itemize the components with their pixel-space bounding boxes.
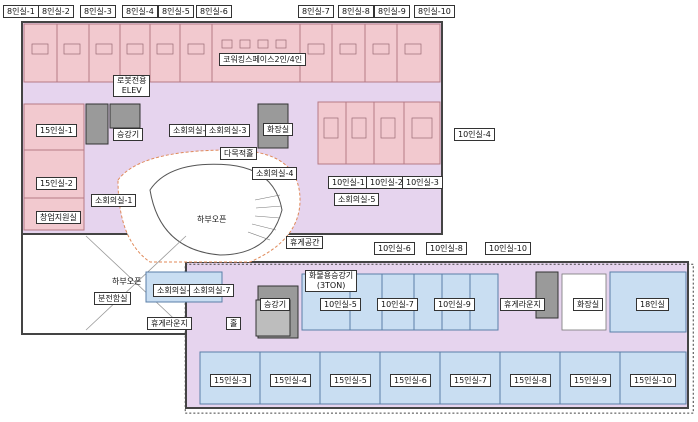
- robot-elev-label: 로봇전용 ELEV: [113, 75, 151, 97]
- room10-8-label: 10인실-8: [426, 242, 467, 255]
- coworking-label: 코워킹스페이스2인/4인: [219, 53, 307, 66]
- cargo-elev-label: 화물용승강기 (3TON): [305, 270, 358, 292]
- open-below-2-label: 하부오픈: [197, 215, 227, 224]
- upper-right-rooms: [317, 101, 441, 165]
- room18-label: 18인실: [636, 298, 669, 311]
- powder-room-label: 분전함실: [94, 292, 132, 305]
- lounge-3-label: 휴게라운지: [500, 298, 545, 311]
- elevator-2-label: 승강기: [260, 298, 291, 311]
- room10-9-label: 10인실-9: [434, 298, 475, 311]
- room-label-8-10: 8인실-10: [414, 5, 455, 18]
- elevator-1-label: 승강기: [113, 128, 144, 141]
- open-below-area: [85, 235, 187, 331]
- open-below-1-label: 하부오픈: [112, 277, 142, 286]
- room-label-8-5: 8인실-5: [158, 5, 194, 18]
- room15-8-label: 15인실-8: [510, 374, 551, 387]
- room-label-8-9: 8인실-9: [374, 5, 410, 18]
- small-meeting-5-label: 소회의실-5: [334, 193, 380, 206]
- room-label-8-4: 8인실-4: [122, 5, 158, 18]
- hall-label: 홀: [226, 317, 242, 330]
- room15-1-label: 15인실-1: [36, 124, 77, 137]
- room10-6-label: 10인실-6: [374, 242, 415, 255]
- room-label-8-1: 8인실-1: [3, 5, 39, 18]
- room10-2-label: 10인실-2: [366, 176, 407, 189]
- room15-7-label: 15인실-7: [450, 374, 491, 387]
- restroom-1-label: 화장실: [263, 123, 294, 136]
- startup-office-label: 창업지원실: [36, 211, 81, 224]
- lounge-2-label: 휴게라운지: [147, 317, 192, 330]
- small-meeting-4-label: 소회의실-4: [252, 167, 298, 180]
- room15-9-label: 15인실-9: [570, 374, 611, 387]
- restroom-2-label: 화장실: [573, 298, 604, 311]
- small-meeting-1-label: 소회의실-1: [91, 194, 137, 207]
- room15-4-label: 15인실-4: [270, 374, 311, 387]
- small-meeting-3-label: 소회의실-3: [205, 124, 251, 137]
- room10-4-label: 10인실-4: [454, 128, 495, 141]
- room15-2-label: 15인실-2: [36, 177, 77, 190]
- small-meeting-7-label: 소회의실-7: [189, 284, 235, 297]
- room-label-8-2: 8인실-2: [38, 5, 74, 18]
- room15-6-label: 15인실-6: [390, 374, 431, 387]
- room-label-8-6: 8인실-6: [196, 5, 232, 18]
- room10-10-label: 10인실-10: [485, 242, 531, 255]
- room10-5-label: 10인실-5: [320, 298, 361, 311]
- room10-7-label: 10인실-7: [377, 298, 418, 311]
- room15-3-label: 15인실-3: [210, 374, 251, 387]
- room-label-8-3: 8인실-3: [80, 5, 116, 18]
- room10-3-label: 10인실-3: [402, 176, 443, 189]
- lounge-1-label: 휴게공간: [286, 236, 324, 249]
- room-label-8-8: 8인실-8: [338, 5, 374, 18]
- room-label-8-7: 8인실-7: [298, 5, 334, 18]
- room15-10-label: 15인실-10: [630, 374, 676, 387]
- multipurpose-label: 다목적홀: [220, 147, 258, 160]
- room10-1-label: 10인실-1: [328, 176, 369, 189]
- room15-5-label: 15인실-5: [330, 374, 371, 387]
